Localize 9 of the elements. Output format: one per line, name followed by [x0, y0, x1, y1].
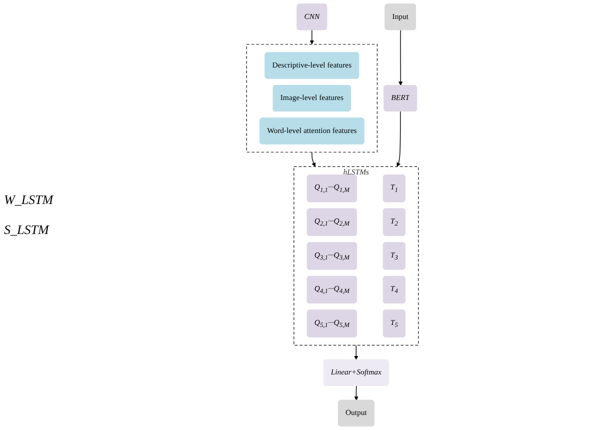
row-label: W_LSTM	[4, 192, 55, 208]
arrow	[310, 30, 314, 44]
arrow	[312, 152, 316, 167]
arrow	[398, 30, 403, 86]
row-label: S_LSTM	[4, 222, 50, 238]
arrow	[396, 110, 401, 167]
cluster	[246, 44, 378, 153]
arrow	[354, 386, 358, 401]
arrow	[354, 344, 358, 360]
